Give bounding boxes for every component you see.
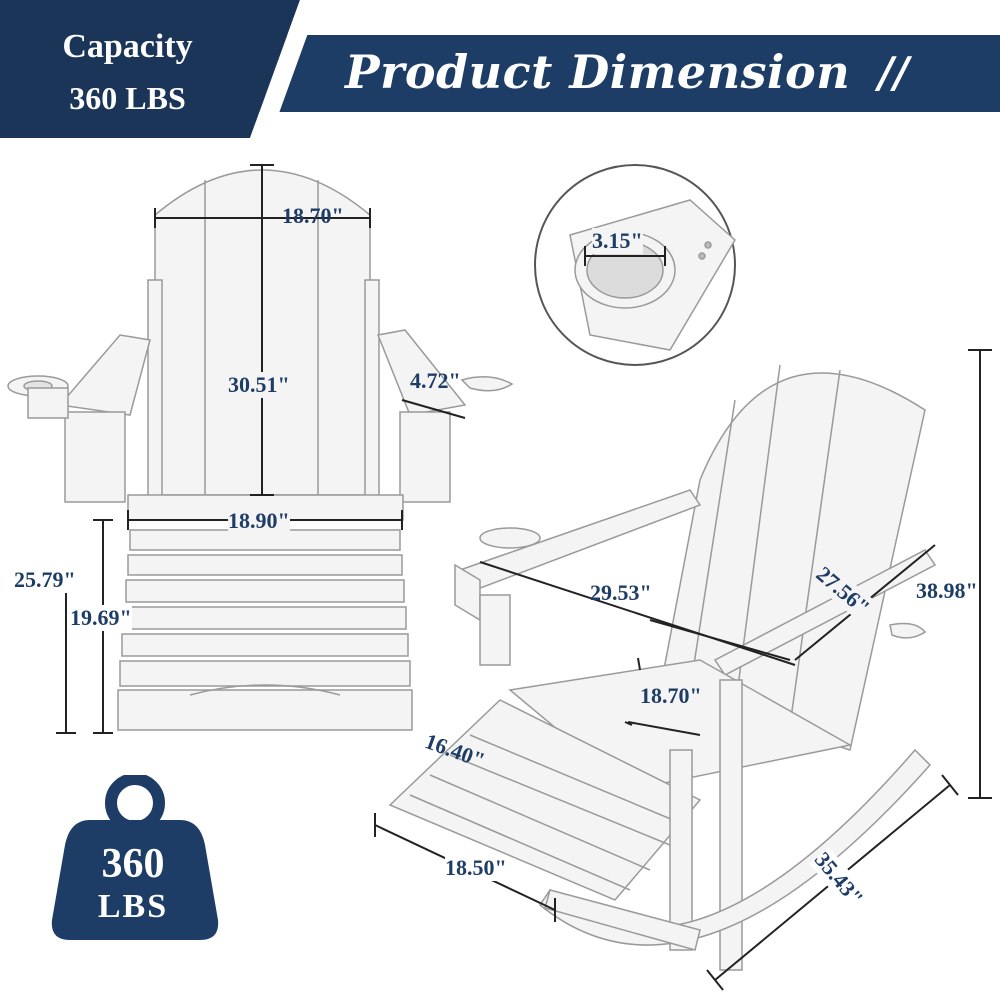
banner-title: Product Dimension <box>345 45 851 99</box>
side-depth-label: 29.53" <box>590 580 652 605</box>
front-armrest-width-label: 4.72" <box>410 368 461 393</box>
front-total-height-label: 25.79" <box>14 567 76 593</box>
weight-icon <box>51 775 219 940</box>
weight-unit: LBS <box>97 888 169 925</box>
side-seat-depth-label: 18.70" <box>640 683 702 709</box>
side-chair-illustration <box>374 349 992 991</box>
front-back-width-label: 18.70" <box>282 203 344 228</box>
side-footrest-width-label: 18.50" <box>445 855 507 881</box>
front-chair-illustration <box>7 164 514 734</box>
side-height-label: 38.98" <box>916 578 978 604</box>
capacity-badge-bg <box>0 0 300 138</box>
front-seat-height-label: 19.69" <box>70 605 132 631</box>
header-banner <box>0 0 1000 138</box>
capacity-value: 360 LBS <box>69 80 186 116</box>
banner-mark: // <box>878 48 909 97</box>
front-back-height-label: 30.51" <box>228 372 290 398</box>
cup-holder-diameter-label: 3.15" <box>592 228 643 254</box>
weight-number: 360 <box>101 841 165 887</box>
capacity-label: Capacity <box>62 28 193 65</box>
front-seat-width-label: 18.90" <box>228 508 290 534</box>
